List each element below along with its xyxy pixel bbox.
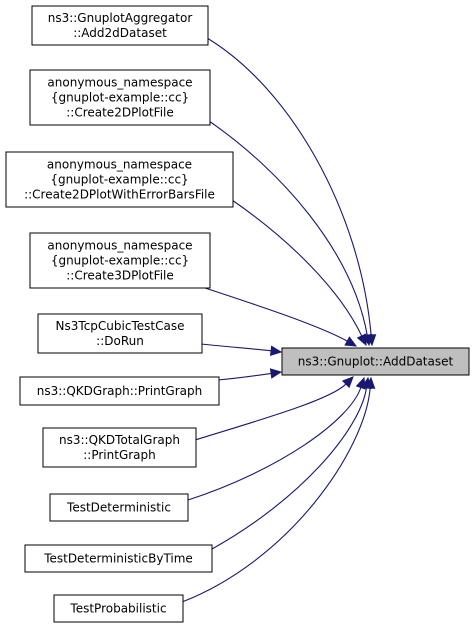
call-edge [231, 199, 363, 337]
call-edge [200, 343, 272, 352]
target-node[interactable]: ns3::Gnuplot::AddDataset [281, 347, 470, 376]
node-label-line: ns3::GnuplotAggregator [48, 11, 193, 25]
call-edge [217, 372, 272, 381]
caller-node-box [49, 493, 189, 522]
edges-layer [181, 37, 377, 603]
caller-node-box [5, 151, 234, 208]
call-edge [211, 387, 368, 550]
node-label-line: {gnuplot-example::cc} [51, 91, 189, 105]
call-edge [181, 387, 371, 603]
node-label-line: ::Create2DPlotWithErrorBarsFile [24, 188, 215, 202]
arrowhead [341, 376, 354, 389]
caller-node-box [37, 313, 203, 354]
arrowhead [344, 336, 358, 347]
node-label-line: ns3::Gnuplot::AddDataset [298, 355, 454, 369]
caller-node-gnuplot-aggregator-add2ddataset[interactable]: ns3::GnuplotAggregator::Add2dDataset [31, 5, 209, 46]
node-label-line: ns3::QKDGraph::PrintGraph [37, 384, 202, 398]
node-label-line: {gnuplot-example::cc} [51, 254, 189, 268]
caller-node-box [29, 69, 211, 126]
call-edge [187, 387, 362, 501]
caller-node-testprobabilistic[interactable]: TestProbabilistic [53, 594, 184, 623]
arrowhead [269, 345, 283, 357]
node-label-line: ::PrintGraph [83, 448, 156, 462]
call-edge [206, 37, 372, 336]
caller-node-create3dplotfile[interactable]: anonymous_namespace{gnuplot-example::cc}… [29, 232, 211, 289]
caller-node-box [29, 232, 211, 289]
caller-node-qkdtotalgraph-printgraph[interactable]: ns3::QKDTotalGraph::PrintGraph [42, 427, 197, 468]
arrowhead [364, 376, 376, 389]
node-label-line: anonymous_namespace [47, 239, 192, 253]
nodes-layer: ns3::GnuplotAggregator::Add2dDatasetanon… [5, 5, 470, 623]
node-label-line: TestDeterministic [66, 501, 171, 515]
call-edge [204, 287, 348, 342]
arrowhead [356, 333, 367, 347]
node-label-line: ::Create3DPlotFile [66, 269, 174, 283]
caller-node-box [24, 544, 213, 573]
caller-node-box [53, 594, 184, 623]
caller-node-testdeterministicbytime[interactable]: TestDeterministicByTime [24, 544, 213, 573]
node-label-line: TestProbabilistic [69, 602, 166, 616]
caller-node-box [42, 427, 197, 468]
node-label-line: ::Add2dDataset [73, 26, 167, 40]
node-label-line: Ns3TcpCubicTestCase [56, 319, 185, 333]
call-edge [208, 120, 368, 336]
caller-node-qkdgraph-printgraph[interactable]: ns3::QKDGraph::PrintGraph [19, 376, 220, 406]
caller-node-ns3tcpcubictestcase-dorun[interactable]: Ns3TcpCubicTestCase::DoRun [37, 313, 203, 354]
node-label-line: anonymous_namespace [47, 158, 192, 172]
node-label-line: ns3::QKDTotalGraph [59, 433, 180, 447]
call-edge [194, 383, 347, 441]
node-label-line: {gnuplot-example::cc} [50, 173, 188, 187]
caller-node-create2dplotwitherrorbarsfile[interactable]: anonymous_namespace{gnuplot-example::cc}… [5, 151, 234, 208]
target-node-box [281, 347, 470, 376]
node-label-line: anonymous_namespace [47, 76, 192, 90]
node-label-line: ::DoRun [96, 334, 144, 348]
caller-node-create2dplotfile[interactable]: anonymous_namespace{gnuplot-example::cc}… [29, 69, 211, 126]
node-label-line: TestDeterministicByTime [43, 552, 193, 566]
caller-node-testdeterministic[interactable]: TestDeterministic [49, 493, 189, 522]
arrowhead [269, 368, 283, 379]
caller-node-box [31, 5, 209, 46]
caller-node-box [19, 376, 220, 406]
node-label-line: ::Create2DPlotFile [66, 106, 174, 120]
